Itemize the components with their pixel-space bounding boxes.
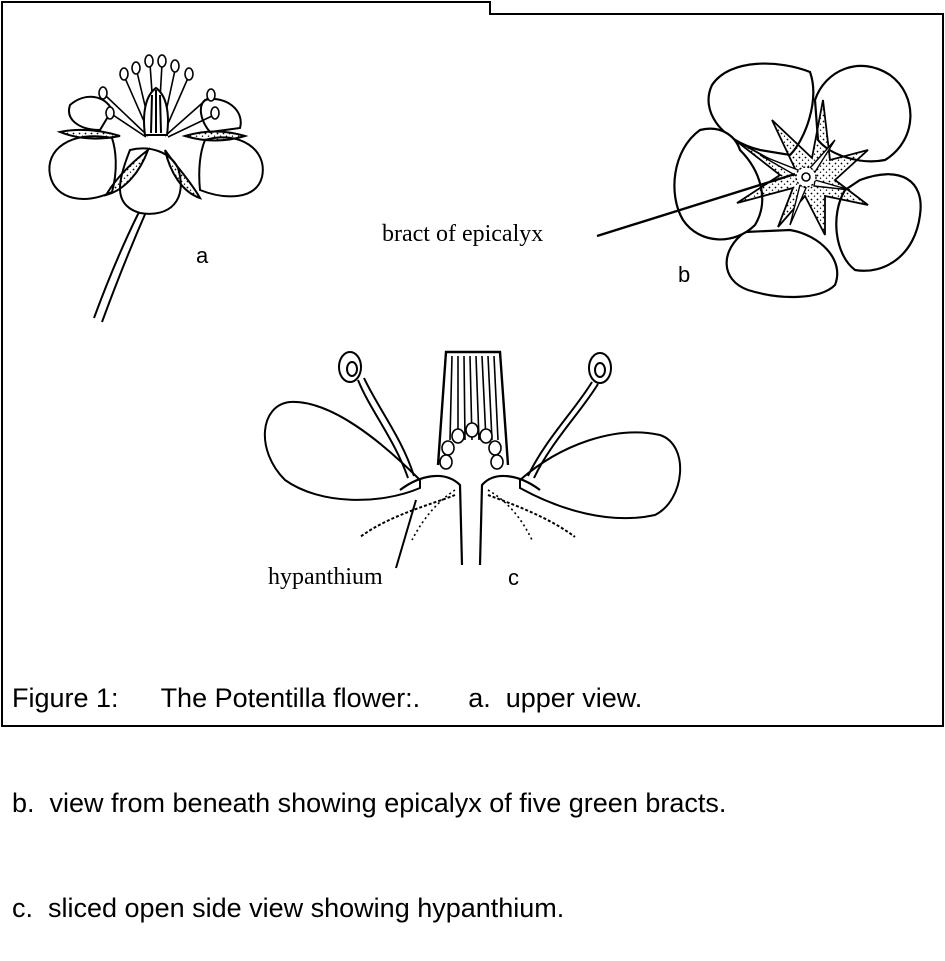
label-hypanthium: hypanthium	[268, 564, 383, 590]
label-b: b	[678, 262, 690, 287]
label-bract-of-epicalyx: bract of epicalyx	[382, 221, 543, 247]
label-c: c	[508, 565, 519, 590]
flower-section-view-drawing	[265, 352, 680, 568]
caption-part-a: a. upper view.	[468, 683, 642, 713]
caption-figure-number: Figure 1:	[12, 683, 119, 713]
flower-beneath-view-drawing	[597, 64, 921, 297]
flower-upper-view-drawing	[49, 55, 262, 322]
figure-caption: Figure 1: The Potentilla flower:. a. upper…	[12, 611, 932, 961]
caption-line-2: b. view from beneath showing epicalyx of…	[12, 786, 932, 821]
label-a: a	[196, 243, 209, 268]
caption-line-1: Figure 1: The Potentilla flower:. a. upper…	[12, 681, 932, 716]
caption-title: The Potentilla flower:.	[161, 683, 421, 713]
caption-line-3: c. sliced open side view showing hypanth…	[12, 891, 932, 926]
